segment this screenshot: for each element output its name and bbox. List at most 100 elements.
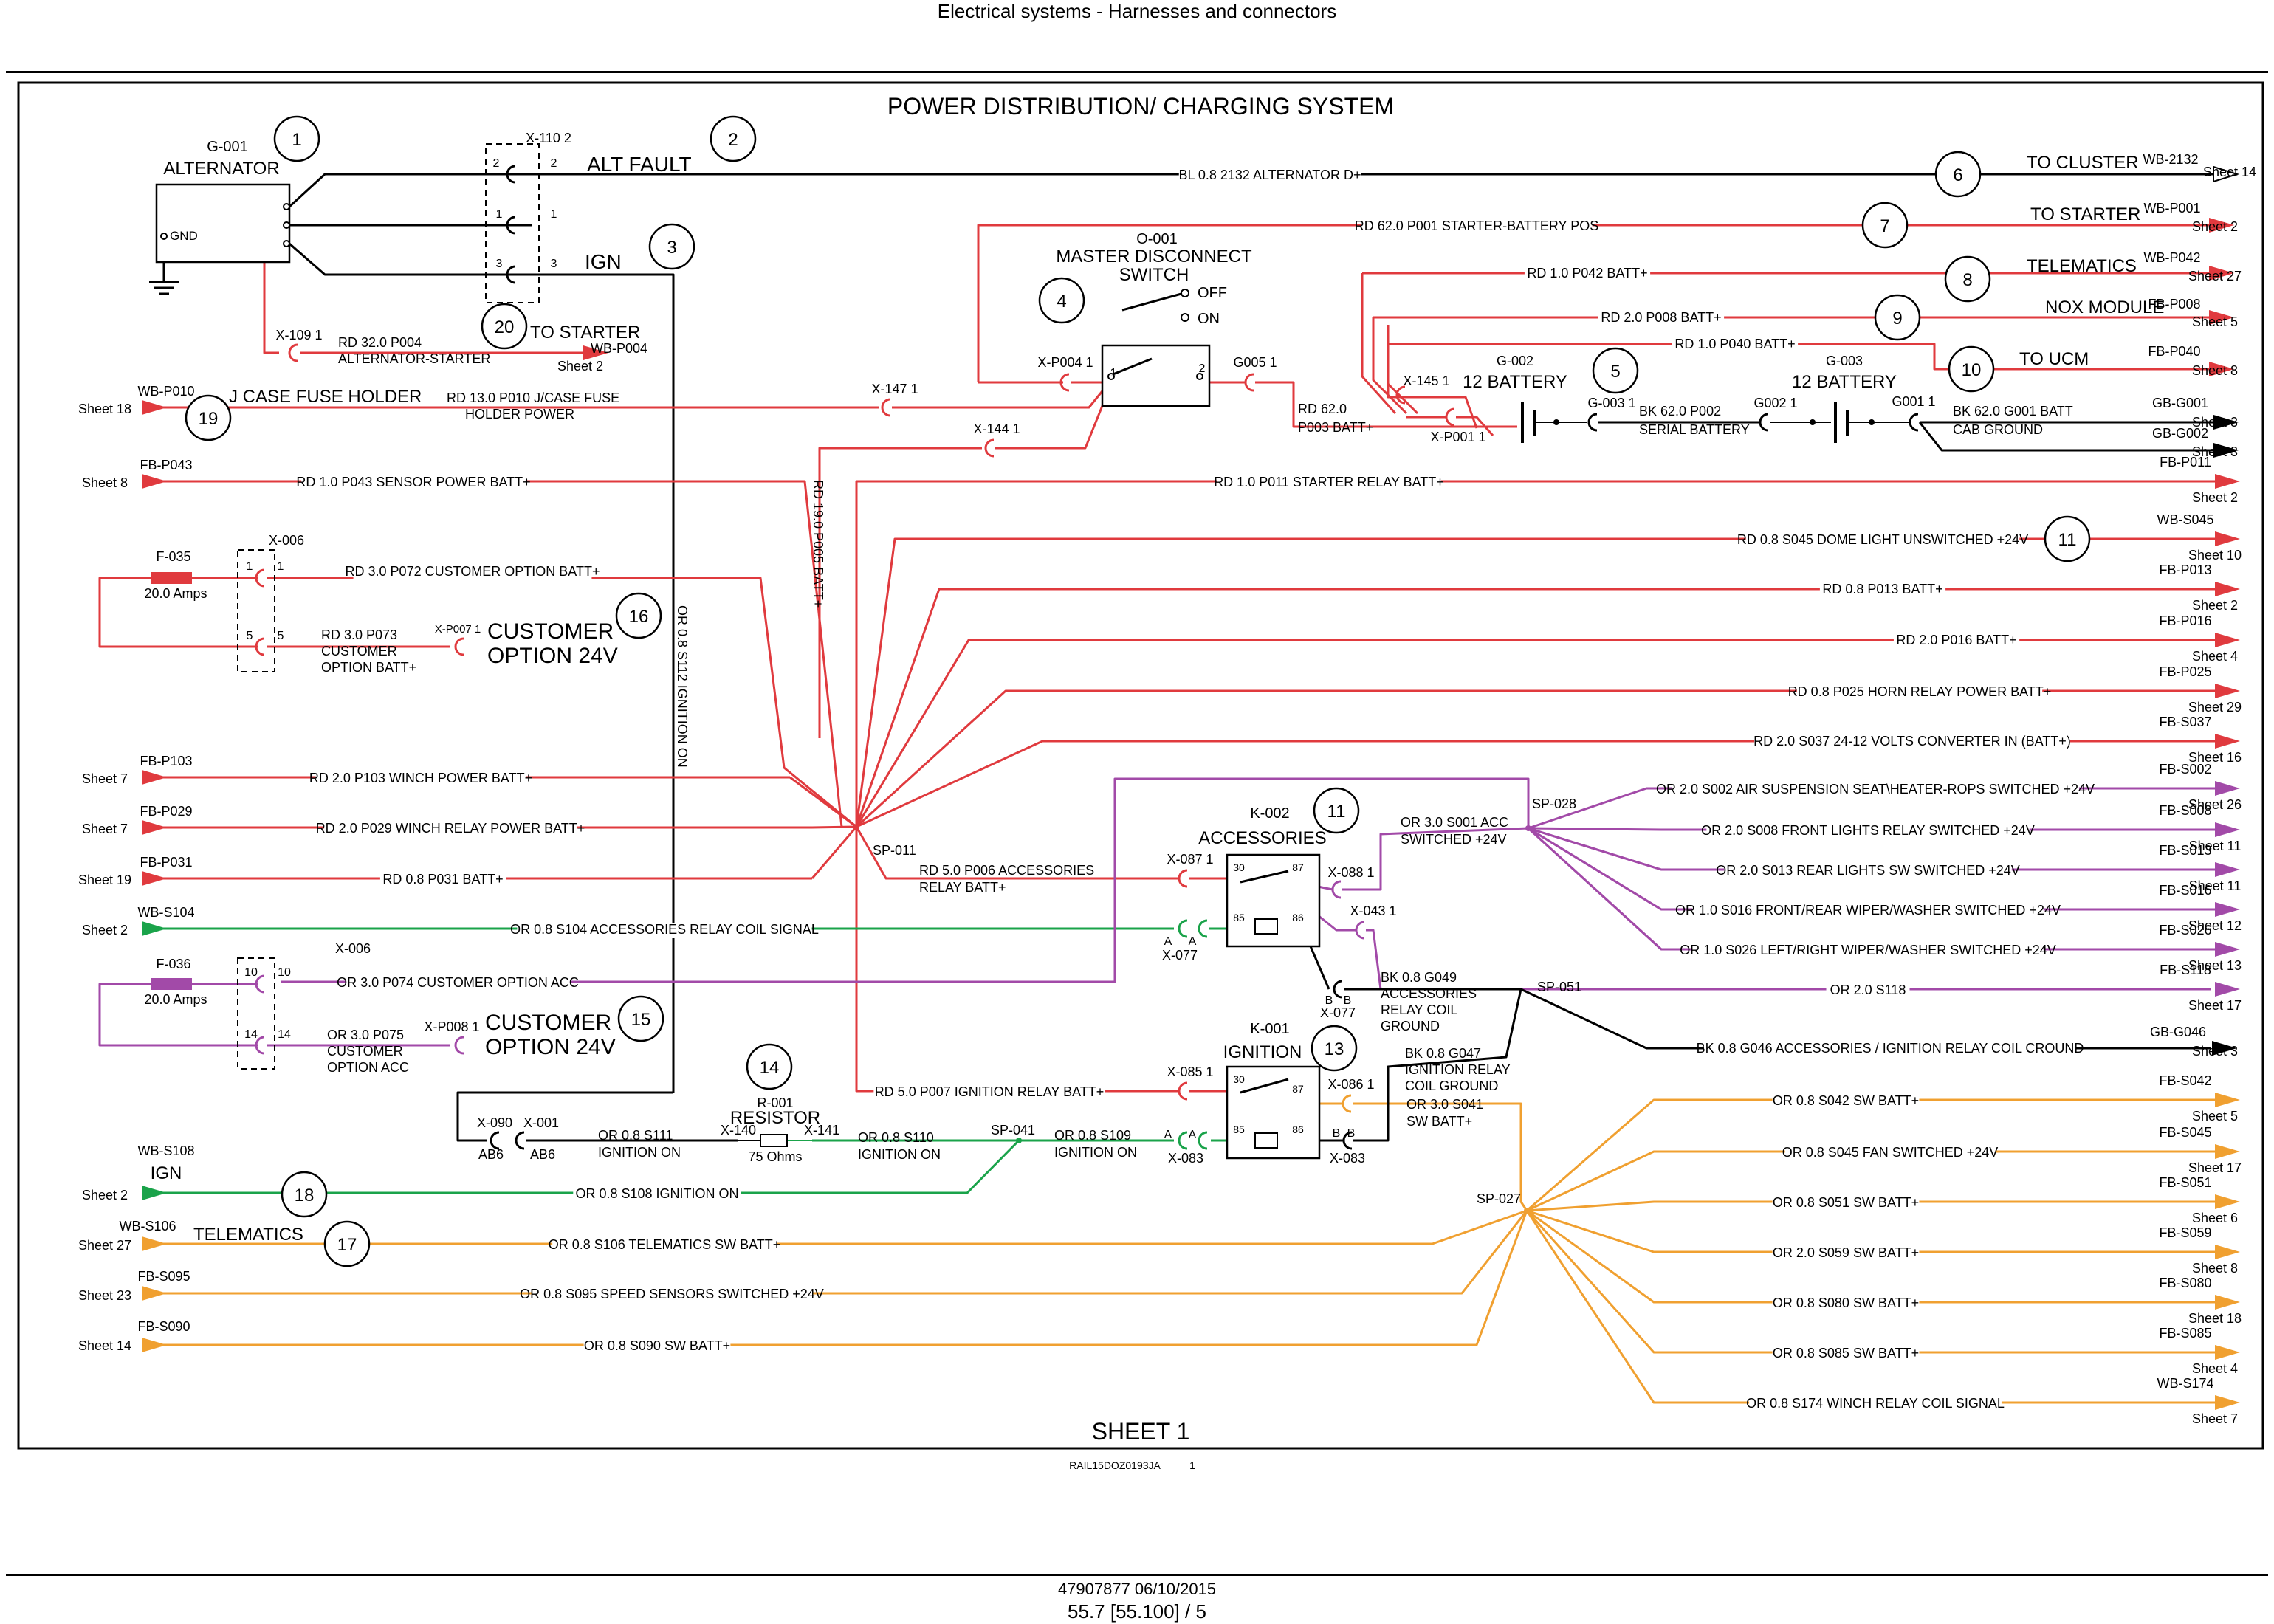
ground-label: GND [170,229,198,243]
wire-p040 [1388,343,1949,371]
connector-id: FB-P031 [140,855,192,870]
wire-label: OR 0.8 S109 [1054,1128,1131,1143]
wire-label: OR 0.8 S090 SW BATT+ [584,1338,730,1353]
wire-label: RD 0.8 P013 BATT+ [1822,582,1942,596]
pin-number: 30 [1233,861,1245,873]
wire-alt-fault [288,173,532,208]
pin-letter: B [1347,1127,1356,1140]
callout-number: 7 [1880,216,1889,236]
sheet-ref: Sheet 14 [78,1338,131,1353]
arrow-right [2215,734,2240,749]
orange-output-wire [1526,1209,2215,1253]
callout-number: 11 [1327,802,1346,822]
pin-number: 2 [551,157,557,170]
wire-label: OR 1.0 S016 FRONT/REAR WIPER/WASHER SWIT… [1675,903,2061,918]
callout-circle [1861,202,1909,249]
destination-label: TO CLUSTER [2027,153,2139,173]
relay-coil-icon [1254,918,1278,935]
splice-dot [1869,419,1875,425]
wire-p029 [811,825,857,829]
wire-s118 [1366,929,2211,991]
pin-letter: AB6 [530,1147,555,1162]
pin-number: 14 [278,1028,291,1041]
label-mask [1524,266,1651,282]
orange-output-wire [1526,1209,2215,1304]
wire-label: OR 0.8 S045 FAN SWITCHED +24V [1782,1145,1999,1160]
callout-number: 3 [667,238,676,258]
callout-number: 9 [1892,309,1902,328]
arrow-left [142,1186,167,1200]
connector-id: GB-G046 [2150,1025,2206,1039]
callout-circle [281,1171,328,1218]
connector-symbol [1331,880,1342,899]
wire-label: OR 2.0 S013 REAR LIGHTS SW SWITCHED +24V [1716,863,2020,878]
wire-label: RD 62.0 [1298,402,1347,416]
label-mask [552,1238,777,1253]
wire-label: ALTERNATOR-STARTER [338,351,490,366]
wire-label: COIL GROUND [1405,1078,1498,1093]
connector-id: X-087 1 [1167,852,1213,867]
footer-page-number: 55.7 [55.100] / 5 [1068,1600,1206,1623]
orange-output-wire [1525,1210,2215,1404]
destination-label: TELEMATICS [2027,256,2137,276]
arrow-left [142,820,167,835]
wire-label: OR 2.0 S059 SW BATT+ [1773,1245,1919,1260]
callout-number: 13 [1325,1039,1344,1059]
arrow-left [142,400,167,415]
label-mask [1772,1196,1920,1211]
pin-letter: B [1344,994,1352,1007]
pin-number: 30 [1233,1073,1245,1085]
connector-id: WB-S106 [119,1219,176,1234]
component-name: 12 BATTERY [1792,372,1897,392]
gnd-terminal [160,233,168,240]
connector-id: FB-P011 [2160,455,2211,469]
wire-label: OR 1.0 S026 LEFT/RIGHT WIPER/WASHER SWIT… [1680,943,2056,957]
connector-symbol [288,343,298,362]
alternator-box [155,183,291,264]
sheet-ref: Sheet 2 [2192,598,2238,613]
destination-label: TO STARTER [2030,204,2140,224]
connector-id: X-001 [523,1115,559,1130]
wire-p072 [267,577,857,828]
wire-p042-drop [1361,273,1397,415]
pin-number: 3 [551,258,557,270]
diagram-frame [17,81,2264,1450]
sheet-ref: Sheet 8 [2192,1261,2238,1276]
splice-id: SP-027 [1477,1191,1521,1206]
connector-id: FB-S016 [2159,883,2211,898]
wire-label: OR 0.8 S051 SW BATT+ [1773,1195,1919,1210]
sheet-ref: Sheet 18 [78,402,131,416]
connector-symbol [255,637,265,656]
sheet-ref: Sheet 5 [2192,314,2238,329]
sheet-ref: Sheet 4 [2192,649,2238,664]
splice-dot [853,824,859,830]
pin-number: 87 [1292,1083,1304,1095]
sheet-ref: Sheet 11 [2189,839,2242,853]
reference-code: RAIL15DOZ0193JA [1069,1459,1161,1471]
wire-label: OR 0.8 S111 [598,1128,673,1143]
sheet-ref: Sheet 2 [82,923,128,937]
callout-circle [1038,277,1085,324]
wire-label: BK 0.8 G049 [1381,970,1457,985]
orange-output-wire [1526,1150,2215,1212]
connector-id: FB-S095 [137,1269,190,1284]
pin-letter: A [1164,1129,1172,1141]
connector-id: FB-P013 [2159,562,2211,577]
sheet-ref: Sheet 3 [2192,1044,2238,1059]
connector-symbol [255,568,265,588]
arrow-right [2215,982,2240,997]
switch-on-icon [1181,313,1189,322]
label-mask [1178,168,1361,184]
wire-label: OR 0.8 S104 ACCESSORIES RELAY COIL SIGNA… [510,922,819,937]
callout-circle [1311,1025,1358,1072]
connector-id: X-147 1 [871,382,918,396]
arrow-right [2209,362,2234,376]
connector-id: FB-S090 [137,1319,190,1334]
pin-letter: B [1325,994,1333,1007]
wire-label: RD 13.0 P010 J/CASE FUSE [447,390,619,405]
label-mask [324,822,577,837]
connector-symbol [255,1036,265,1055]
wire-label: RD 2.0 S037 24-12 VOLTS CONVERTER IN (BA… [1753,734,2071,749]
component-id: F-036 [156,957,190,971]
component-name: ACCESSORIES [1198,828,1326,848]
